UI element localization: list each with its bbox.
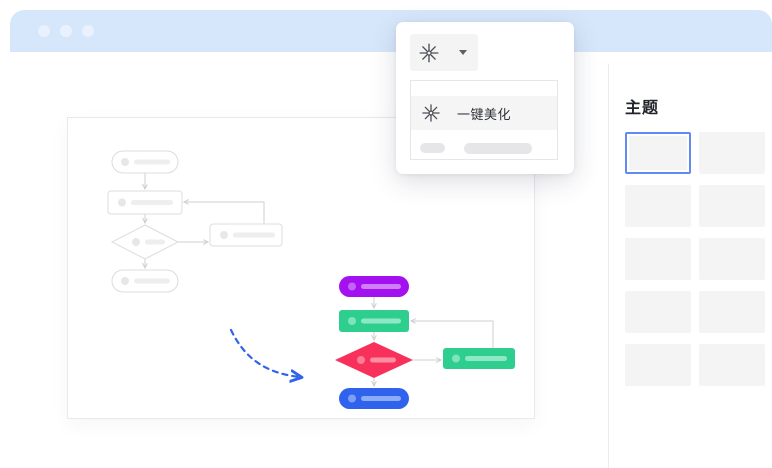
theme-swatch-1[interactable]	[625, 132, 691, 174]
plain-node-end[interactable]	[111, 269, 179, 293]
theme-swatch-6[interactable]	[699, 238, 765, 280]
theme-panel-title: 主题	[625, 100, 660, 117]
theme-swatch-4[interactable]	[699, 185, 765, 227]
theme-swatch-8[interactable]	[699, 291, 765, 333]
theme-swatch-9[interactable]	[625, 344, 691, 386]
plain-node-decision[interactable]	[110, 224, 180, 260]
plain-node-process[interactable]	[107, 190, 183, 215]
theme-swatch-10[interactable]	[699, 344, 765, 386]
beautified-flowchart[interactable]	[335, 276, 515, 409]
sparkle-icon	[419, 43, 439, 62]
beautify-dropdown-panel: 一键美化	[396, 22, 574, 174]
chevron-down-icon[interactable]	[459, 50, 467, 55]
theme-swatch-2[interactable]	[699, 132, 765, 174]
theme-swatch-3[interactable]	[625, 185, 691, 227]
beautify-menu: 一键美化	[410, 80, 558, 160]
window-dot-maximize[interactable]	[82, 25, 94, 37]
styled-node-end[interactable]	[339, 388, 409, 409]
panel-divider	[608, 64, 609, 468]
beautify-toolbar-button[interactable]	[410, 34, 478, 71]
styled-node-decision[interactable]	[335, 342, 413, 378]
menu-placeholder-icon	[420, 143, 445, 153]
menu-item-label: 一键美化	[457, 106, 512, 122]
menu-placeholder-label	[464, 142, 532, 154]
theme-swatch-7[interactable]	[625, 291, 691, 333]
unstyled-flowchart[interactable]	[107, 150, 283, 293]
app-window-inner: 主题	[10, 10, 772, 468]
theme-grid	[625, 132, 765, 386]
menu-item-one-click-beautify[interactable]: 一键美化	[411, 96, 557, 130]
plain-node-start[interactable]	[111, 150, 179, 174]
window-dot-close[interactable]	[38, 25, 50, 37]
plain-node-side[interactable]	[209, 223, 283, 247]
styled-node-side[interactable]	[443, 348, 515, 369]
styled-node-process[interactable]	[339, 310, 409, 332]
styled-node-start[interactable]	[339, 276, 409, 297]
work-area: 主题	[10, 52, 772, 468]
window-titlebar	[10, 10, 772, 52]
menu-placeholder-row[interactable]	[411, 136, 557, 160]
canvas-drawing	[107, 150, 515, 409]
app-window: 主题	[10, 10, 772, 468]
curved-dashed-arrow	[229, 328, 299, 377]
theme-panel: 主题	[625, 100, 765, 386]
sparkle-icon	[422, 104, 440, 122]
theme-swatch-5[interactable]	[625, 238, 691, 280]
window-dot-minimize[interactable]	[60, 25, 72, 37]
